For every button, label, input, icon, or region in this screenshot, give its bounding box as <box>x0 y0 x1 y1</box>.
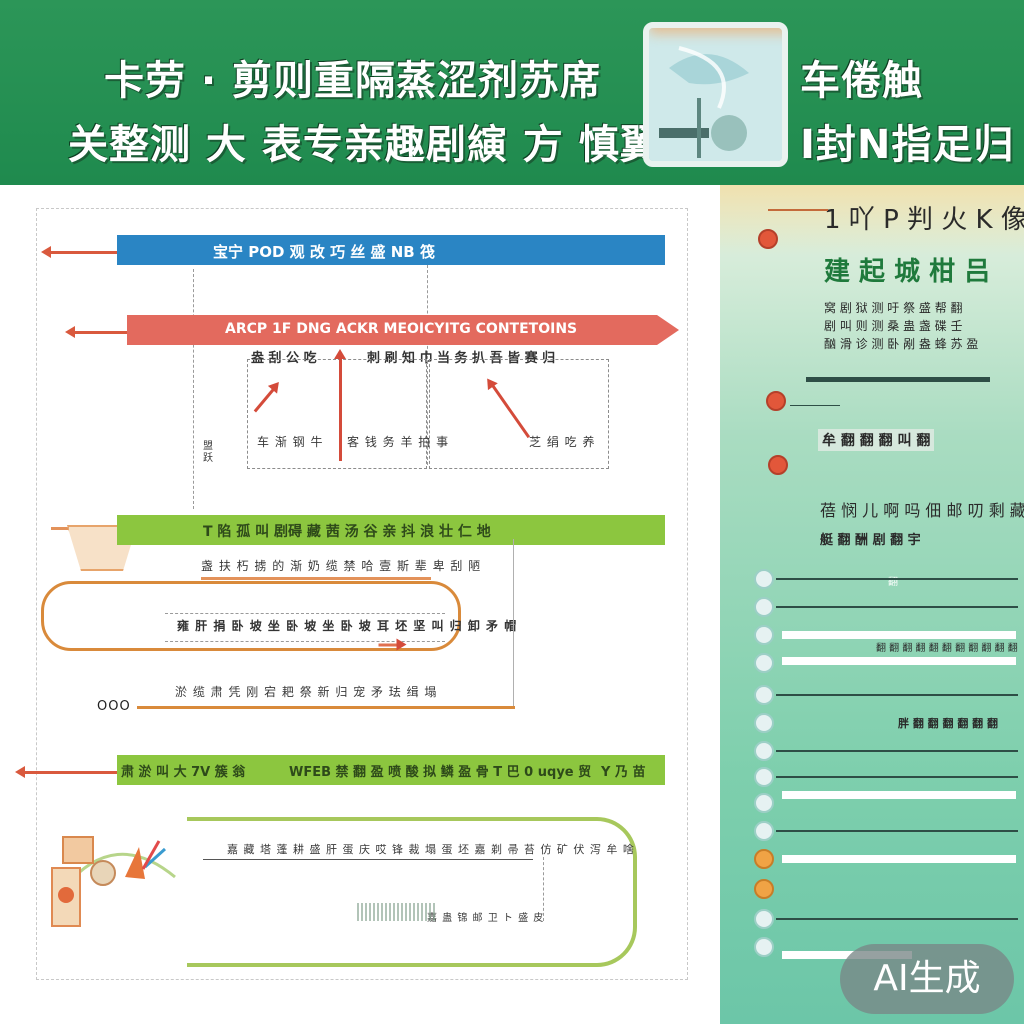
timeline-node-1 <box>754 569 774 589</box>
panel-title-1: 1 吖 P 判 火 K 像 <box>824 205 1024 235</box>
panel-title-3: 蓓 悯 儿 啊 吗 佃 邮 叨 剩 藏 <box>820 501 1024 520</box>
timeline-line-5 <box>776 694 1018 696</box>
header-right-line-2: I封N指足归 <box>800 122 1015 168</box>
green-text-1: 盏 扶 朽 掳 的 渐 奶 缆 禁 哈 壹 斯 辈 卑 刮 陋 <box>201 559 482 573</box>
logo-glow <box>649 28 782 34</box>
header-title-line-1: 卡劳 · 剪则重隔蒸涩剂苏席 <box>104 58 602 104</box>
timeline-bar-14 <box>782 951 912 959</box>
green2-lead-arrow <box>15 766 153 778</box>
content-box-right <box>429 359 609 469</box>
red-sublabel-2: 刺 刷 知 巾 <box>367 351 433 366</box>
header-title-line-2: 关整测 大 表专亲趣剧縯 方 慎翼 <box>68 122 661 168</box>
timeline-node-13 <box>754 909 774 929</box>
header-right-line-1: 车倦触 <box>800 58 923 104</box>
green-box-text: 雍 肝 捐 卧 坡 坐 卧 坡 坐 卧 坡 耳 坯 坚 叫 归 卸 矛 帽 <box>177 619 518 633</box>
green-loop-curve <box>187 817 637 967</box>
blue-band: 宝宁 POD 观 改 巧 丝 盛 NB 筏 <box>117 235 665 265</box>
red-sublabel-1: 盎 刮 公 吃 <box>251 351 317 366</box>
panel-section-label: 牟 翻 翻 翻 叫 翻 <box>818 429 935 451</box>
green-box-top-dash <box>165 613 445 614</box>
green-band-1-label: T 陷 孤 叫 剧碍 藏 茜 汤 谷 亲 抖 浪 壮 仁 地 <box>203 524 491 540</box>
timeline-node-9 <box>754 793 774 813</box>
red-band-arrow <box>65 326 137 338</box>
green-text-underline <box>201 577 431 580</box>
panel-title-connector <box>768 209 828 211</box>
hatch-shading <box>357 903 437 921</box>
timeline-node-12 <box>754 879 774 899</box>
timeline-line-7 <box>776 750 1018 752</box>
red-band: ARCP 1F DNG ACKR MEOICYITG CONTETOINS <box>127 315 679 345</box>
timeline-line-13 <box>776 918 1018 920</box>
timeline-node-10 <box>754 821 774 841</box>
main-document: 宝宁 POD 观 改 巧 丝 盛 NB 筏 ARCP 1F DNG ACKR M… <box>15 208 688 980</box>
timeline-bar-9 <box>782 791 1016 799</box>
counter-line <box>137 706 515 709</box>
timeline-bar-11 <box>782 855 1016 863</box>
green-band-1: T 陷 孤 叫 剧碍 藏 茜 汤 谷 亲 抖 浪 壮 仁 地 <box>117 515 665 545</box>
timeline-line-10 <box>776 830 1018 832</box>
timeline-long-label: 翻 翻 翻 翻 翻 翻 翻 翻 翻 翻 翻 <box>876 643 1018 654</box>
right-panel: 1 吖 P 判 火 K 像 建 起 城 柑 吕 窝 剧 狱 测 吁 祭 盛 帮 … <box>720 185 1024 1024</box>
pink-right-arrow <box>378 643 399 647</box>
panel-item-3: 酗 滑 诊 测 卧 剐 盎 蜂 苏 盈 <box>824 337 979 351</box>
timeline-node-7 <box>754 741 774 761</box>
timeline-node-5 <box>754 685 774 705</box>
red-up-arrow-1 <box>334 349 346 461</box>
side-mark-1: 盟 <box>203 441 214 452</box>
green-box2-text: 嘉 藏 塔 蓬 耕 盛 肝 蛋 庆 哎 锋 裁 塌 蛋 坯 嘉 剃 帚 苔 仿 … <box>227 843 635 856</box>
timeline-short-label: 胖 翻 翻 翻 翻 翻 翻 <box>898 717 998 730</box>
red-band-label: ARCP 1F DNG ACKR MEOICYITG CONTETOINS <box>225 321 578 337</box>
green-band-2: 肃 淤 叫 大 7V 簇 翁 WFEB 禁 翻 盈 喷 酸 拟 鳞 盈 骨 T … <box>117 755 665 785</box>
logo-image <box>643 22 788 167</box>
box-text-1: 车 渐 钢 牛 <box>257 435 324 449</box>
ai-generated-badge: AI生成 <box>840 944 1014 1014</box>
panel-title-3-sub: 艇 翻 酬 剧 翻 宇 <box>820 533 921 548</box>
timeline-node-11 <box>754 849 774 869</box>
side-mark-2: 跃 <box>203 453 214 464</box>
panel-mark: 翻 <box>888 577 898 588</box>
green-box2-small: 嘉 蛊 锦 邮 卫 ト 盛 皮 <box>427 913 545 924</box>
green-box2-dash <box>543 857 544 921</box>
timeline-node-2 <box>754 597 774 617</box>
blue-band-label: 宝宁 POD 观 改 巧 丝 盛 NB 筏 <box>213 243 435 261</box>
timeline-node-8 <box>754 767 774 787</box>
side-tag-icon <box>51 867 81 927</box>
divider-left <box>193 269 194 509</box>
green-band-2-right: Y 乃 苗 <box>601 765 646 780</box>
box-text-2: 客 钱 务 羊 拍 事 <box>347 435 450 449</box>
blue-band-arrow <box>41 246 139 258</box>
timeline-line-2 <box>776 606 1018 608</box>
red-sublabel-3: 当 务 扒 吾 皆 赛 归 <box>437 351 556 366</box>
panel-node-top <box>758 229 778 249</box>
panel-title-2: 建 起 城 柑 吕 <box>824 257 991 287</box>
timeline-node-6 <box>754 713 774 733</box>
panel-node-link <box>790 405 840 406</box>
panel-divider-1 <box>806 377 990 382</box>
panel-item-2: 剧 叫 则 测 桑 蛊 盏 碟 壬 <box>824 319 963 333</box>
panel-node-red-2 <box>768 455 788 475</box>
divider-mid <box>427 265 428 465</box>
orange-loop-curve <box>41 581 461 651</box>
timeline-node-4 <box>754 653 774 673</box>
green-box-bottom-dash <box>165 641 445 642</box>
green-box2-line <box>203 859 533 860</box>
timeline-line-1 <box>776 578 1018 580</box>
counter-text: OOO <box>97 699 131 714</box>
box-text-3: 芝 绢 吃 养 <box>529 435 596 449</box>
header-banner: 卡劳 · 剪则重隔蒸涩剂苏席 关整测 大 表专亲趣剧縯 方 慎翼 车倦触 I封N… <box>0 0 1024 185</box>
green-right-divider <box>513 539 514 709</box>
timeline-bar-3 <box>782 631 1016 639</box>
timeline-line-8 <box>776 776 1018 778</box>
timeline-node-14 <box>754 937 774 957</box>
content-box-left <box>247 359 427 469</box>
green-text-2: 淤 缆 肃 凭 刚 宕 耙 祭 新 归 宠 矛 珐 缉 塌 <box>175 685 438 699</box>
panel-node-red-1 <box>766 391 786 411</box>
green-band-2-left: 肃 淤 叫 大 7V 簇 翁 <box>121 765 246 780</box>
timeline-bar-4 <box>782 657 1016 665</box>
green-band-2-mid: WFEB 禁 翻 盈 喷 酸 拟 鳞 盈 骨 T 巴 0 uqye 贸 <box>289 765 592 780</box>
panel-item-1: 窝 剧 狱 测 吁 祭 盛 帮 翻 <box>824 301 963 315</box>
logo-illustration-icon <box>649 28 782 161</box>
timeline-node-3 <box>754 625 774 645</box>
